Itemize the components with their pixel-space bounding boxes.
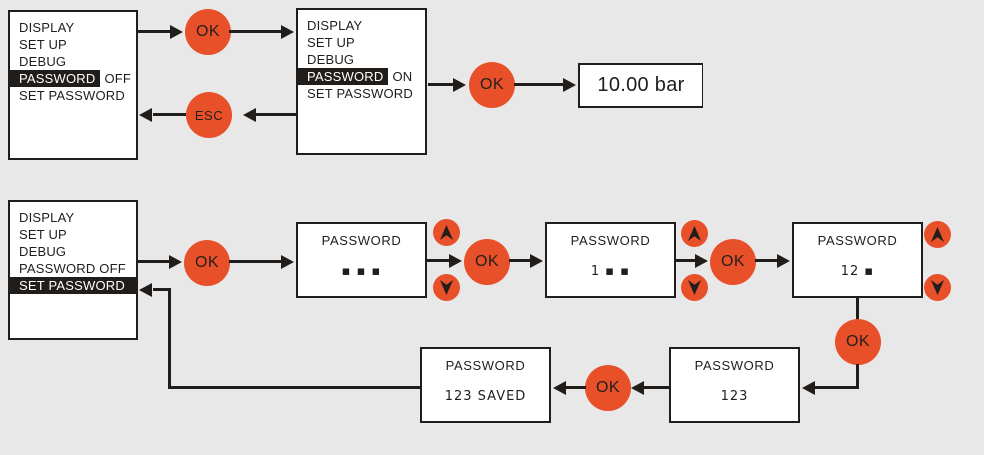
password-title: PASSWORD xyxy=(445,358,526,373)
down-arrow-button[interactable] xyxy=(433,274,460,301)
pressure-value: 10.00 bar xyxy=(597,74,685,96)
arrow-up-icon xyxy=(931,227,944,242)
ok-button-7[interactable]: OK xyxy=(585,365,631,411)
password-title: PASSWORD xyxy=(321,233,402,248)
arrow-right-icon xyxy=(777,254,790,268)
ok-button-6[interactable]: OK xyxy=(835,319,881,365)
password-screen-two-digits: PASSWORD 12 ▪ xyxy=(792,222,923,298)
ok-button-2[interactable]: OK xyxy=(469,62,515,108)
password-status: OFF xyxy=(104,71,132,86)
menu-item-password: PASSWORD ON xyxy=(298,68,425,85)
connector-line xyxy=(509,259,531,262)
connector-line xyxy=(427,259,450,262)
password-screen-three-digits: PASSWORD 123 xyxy=(669,347,800,423)
arrow-right-icon xyxy=(563,78,576,92)
ok-button-1[interactable]: OK xyxy=(185,9,231,55)
connector-line xyxy=(229,260,282,263)
connector-line xyxy=(856,364,859,389)
arrow-right-icon xyxy=(281,25,294,39)
arrow-left-icon xyxy=(631,381,644,395)
menu-screen-password-on: DISPLAY SET UP DEBUG PASSWORD ON SET PAS… xyxy=(296,8,427,155)
menu-item-setup: SET UP xyxy=(19,37,67,52)
arrow-right-icon xyxy=(169,255,182,269)
set-password-highlight: SET PASSWORD xyxy=(10,277,136,294)
connector-line xyxy=(138,260,170,263)
connector-line xyxy=(755,259,778,262)
password-title: PASSWORD xyxy=(694,358,775,373)
arrow-down-icon xyxy=(440,280,453,295)
password-value: ▪ ▪ ▪ xyxy=(341,264,382,279)
menu-item-password: PASSWORD OFF xyxy=(10,70,136,87)
arrow-left-icon xyxy=(139,108,152,122)
arrow-right-icon xyxy=(449,254,462,268)
down-arrow-button[interactable] xyxy=(681,274,708,301)
esc-button[interactable]: ESC xyxy=(186,92,232,138)
up-arrow-button[interactable] xyxy=(924,221,951,248)
arrow-right-icon xyxy=(453,78,466,92)
menu-item-set-password: SET PASSWORD xyxy=(10,277,136,294)
menu-screen-password-off: DISPLAY SET UP DEBUG PASSWORD OFF SET PA… xyxy=(8,10,138,160)
arrow-right-icon xyxy=(281,255,294,269)
connector-line xyxy=(138,30,171,33)
connector-line xyxy=(644,386,669,389)
password-status: ON xyxy=(392,69,413,84)
arrow-left-icon xyxy=(243,108,256,122)
password-value: 123 SAVED xyxy=(444,389,527,404)
menu-screen-set-password: DISPLAY SET UP DEBUG PASSWORD OFF SET PA… xyxy=(8,200,138,340)
menu-item-debug: DEBUG xyxy=(19,244,67,259)
menu-item-debug: DEBUG xyxy=(307,52,355,67)
password-value: 123 xyxy=(720,389,749,404)
connector-line xyxy=(229,30,282,33)
connector-line xyxy=(428,83,454,86)
password-screen-saved: PASSWORD 123 SAVED xyxy=(420,347,551,423)
menu-item-display: DISPLAY xyxy=(19,210,75,225)
password-title: PASSWORD xyxy=(570,233,651,248)
password-title: PASSWORD xyxy=(817,233,898,248)
arrow-down-icon xyxy=(688,280,701,295)
arrow-up-icon xyxy=(440,225,453,240)
connector-line xyxy=(153,288,169,291)
connector-line xyxy=(153,113,186,116)
ok-button-3[interactable]: OK xyxy=(184,240,230,286)
password-highlight: PASSWORD xyxy=(10,70,101,87)
arrow-left-icon xyxy=(139,283,152,297)
menu-item-password-off: PASSWORD OFF xyxy=(19,261,126,276)
arrow-left-icon xyxy=(553,381,566,395)
connector-line xyxy=(168,386,420,389)
menu-item-setup: SET UP xyxy=(19,227,67,242)
arrow-right-icon xyxy=(695,254,708,268)
arrow-right-icon xyxy=(530,254,543,268)
pressure-display-screen: 10.00 bar xyxy=(578,63,703,108)
ok-button-5[interactable]: OK xyxy=(710,239,756,285)
connector-line xyxy=(676,259,697,262)
password-value: 1 ▪ ▪ xyxy=(590,264,631,279)
arrow-left-icon xyxy=(802,381,815,395)
up-arrow-button[interactable] xyxy=(681,220,708,247)
password-screen-one-digit: PASSWORD 1 ▪ ▪ xyxy=(545,222,676,298)
connector-line xyxy=(514,83,564,86)
connector-line xyxy=(566,386,586,389)
connector-line xyxy=(856,297,859,320)
up-arrow-button[interactable] xyxy=(433,219,460,246)
connector-line xyxy=(168,288,171,389)
menu-item-display: DISPLAY xyxy=(19,20,75,35)
password-highlight: PASSWORD xyxy=(298,68,389,85)
password-value: 12 ▪ xyxy=(840,264,875,279)
password-screen-blank: PASSWORD ▪ ▪ ▪ xyxy=(296,222,427,298)
arrow-up-icon xyxy=(688,226,701,241)
down-arrow-button[interactable] xyxy=(924,274,951,301)
ok-button-4[interactable]: OK xyxy=(464,239,510,285)
menu-item-display: DISPLAY xyxy=(307,18,363,33)
arrow-right-icon xyxy=(170,25,183,39)
connector-line xyxy=(815,386,859,389)
connector-line xyxy=(256,113,296,116)
menu-item-setup: SET UP xyxy=(307,35,355,50)
menu-item-debug: DEBUG xyxy=(19,54,67,69)
menu-item-set-password: SET PASSWORD xyxy=(19,88,125,103)
arrow-down-icon xyxy=(931,280,944,295)
menu-item-set-password: SET PASSWORD xyxy=(307,86,413,101)
